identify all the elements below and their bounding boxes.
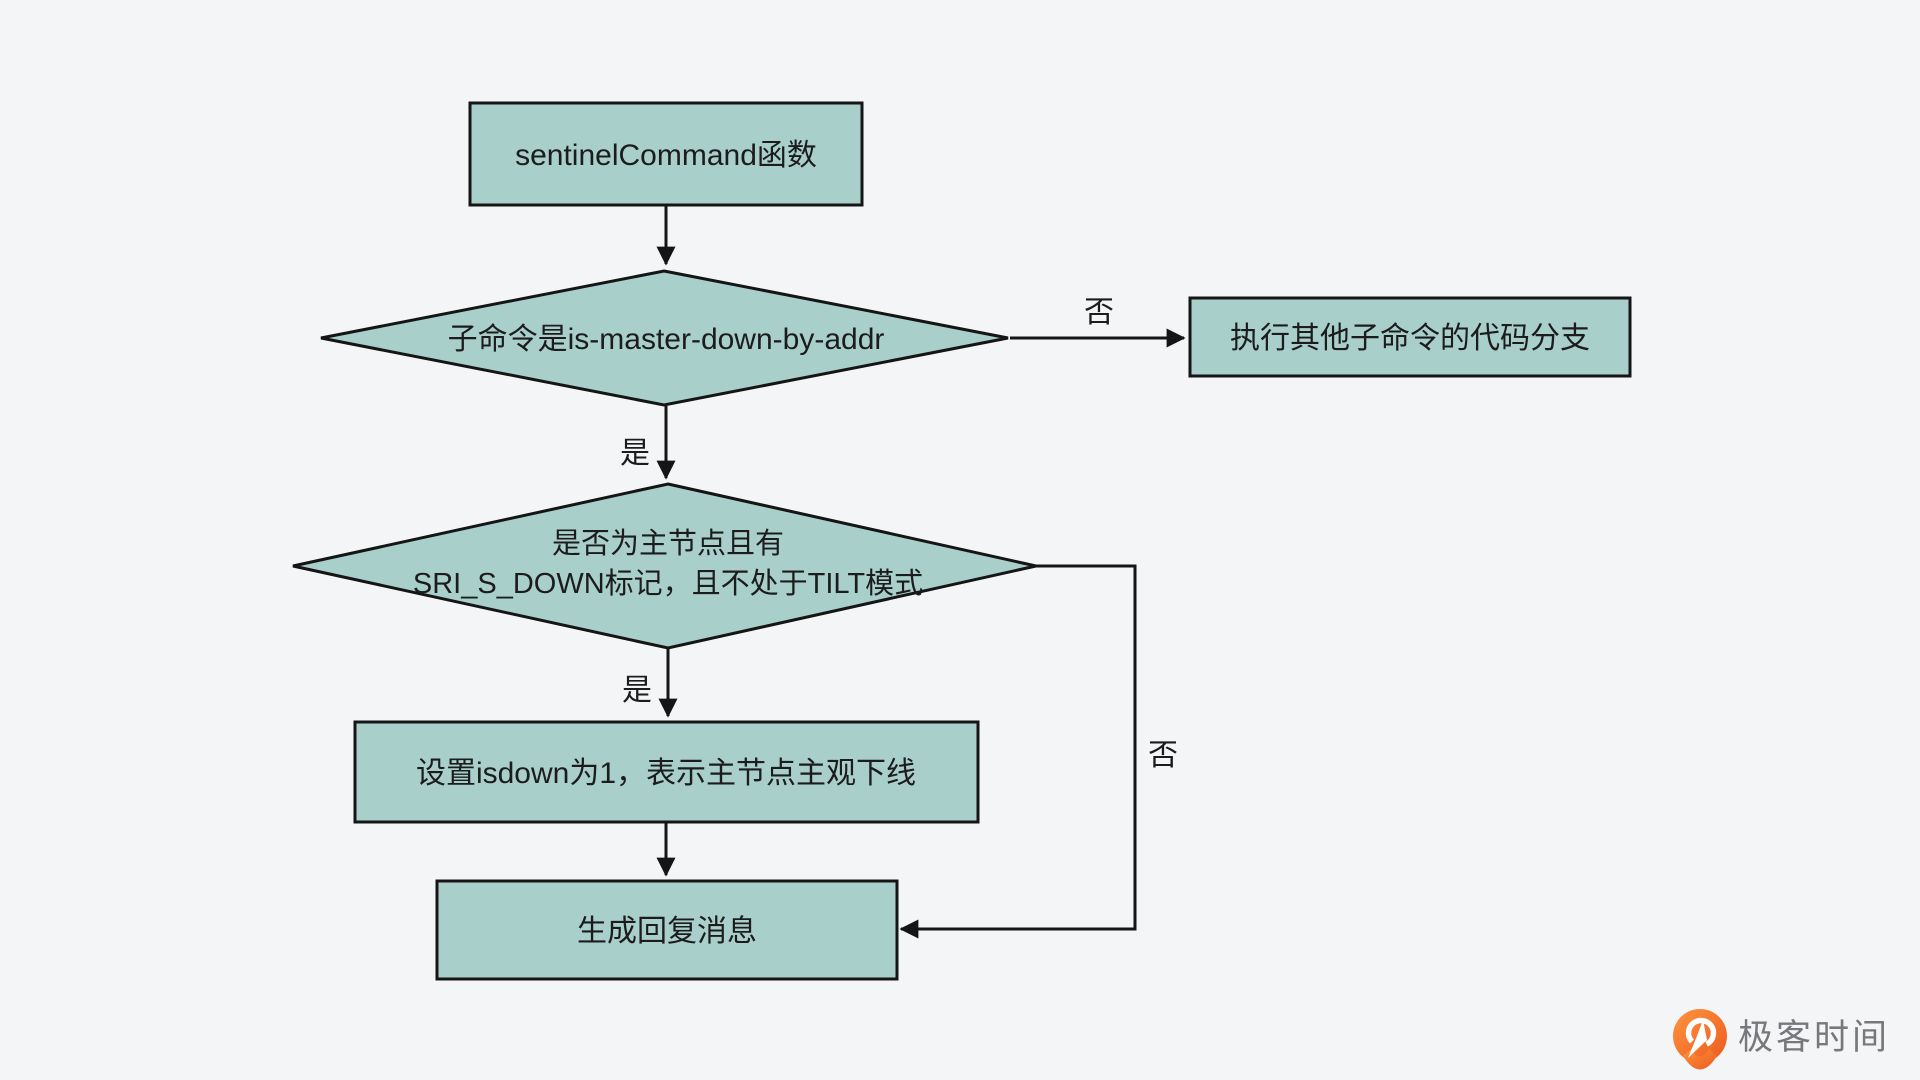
start-node <box>468 101 864 207</box>
start-node-label: sentinelCommand函数 <box>515 139 817 172</box>
edge-label-no1: 否 <box>1084 296 1114 329</box>
geektime-logo: 极客时间 <box>1673 1009 1890 1070</box>
edge-label-yes1: 是 <box>620 437 650 470</box>
edge-decision2-no <box>899 564 1137 939</box>
decision2-diamond <box>292 482 1037 650</box>
edge-label-yes2: 是 <box>622 674 652 707</box>
reply-node <box>435 879 899 981</box>
other-branch-node <box>1188 296 1632 378</box>
set-isdown-node <box>353 720 980 824</box>
geektime-logo-text: 极客时间 <box>1738 1018 1890 1057</box>
decision2-label-line2: SRI_S_DOWN标记，且不处于TILT模式 <box>413 567 923 600</box>
geektime-logo-icon <box>1673 1009 1727 1070</box>
decision2-label-line1: 是否为主节点且有 <box>552 527 784 560</box>
edge-label-no2: 否 <box>1148 739 1178 772</box>
other-branch-label: 执行其他子命令的代码分支 <box>1230 322 1590 355</box>
decision1-label: 子命令是is-master-down-by-addr <box>448 323 885 356</box>
set-isdown-label: 设置isdown为1，表示主节点主观下线 <box>416 757 916 790</box>
reply-label: 生成回复消息 <box>577 915 757 948</box>
decision1-diamond <box>320 269 1009 407</box>
